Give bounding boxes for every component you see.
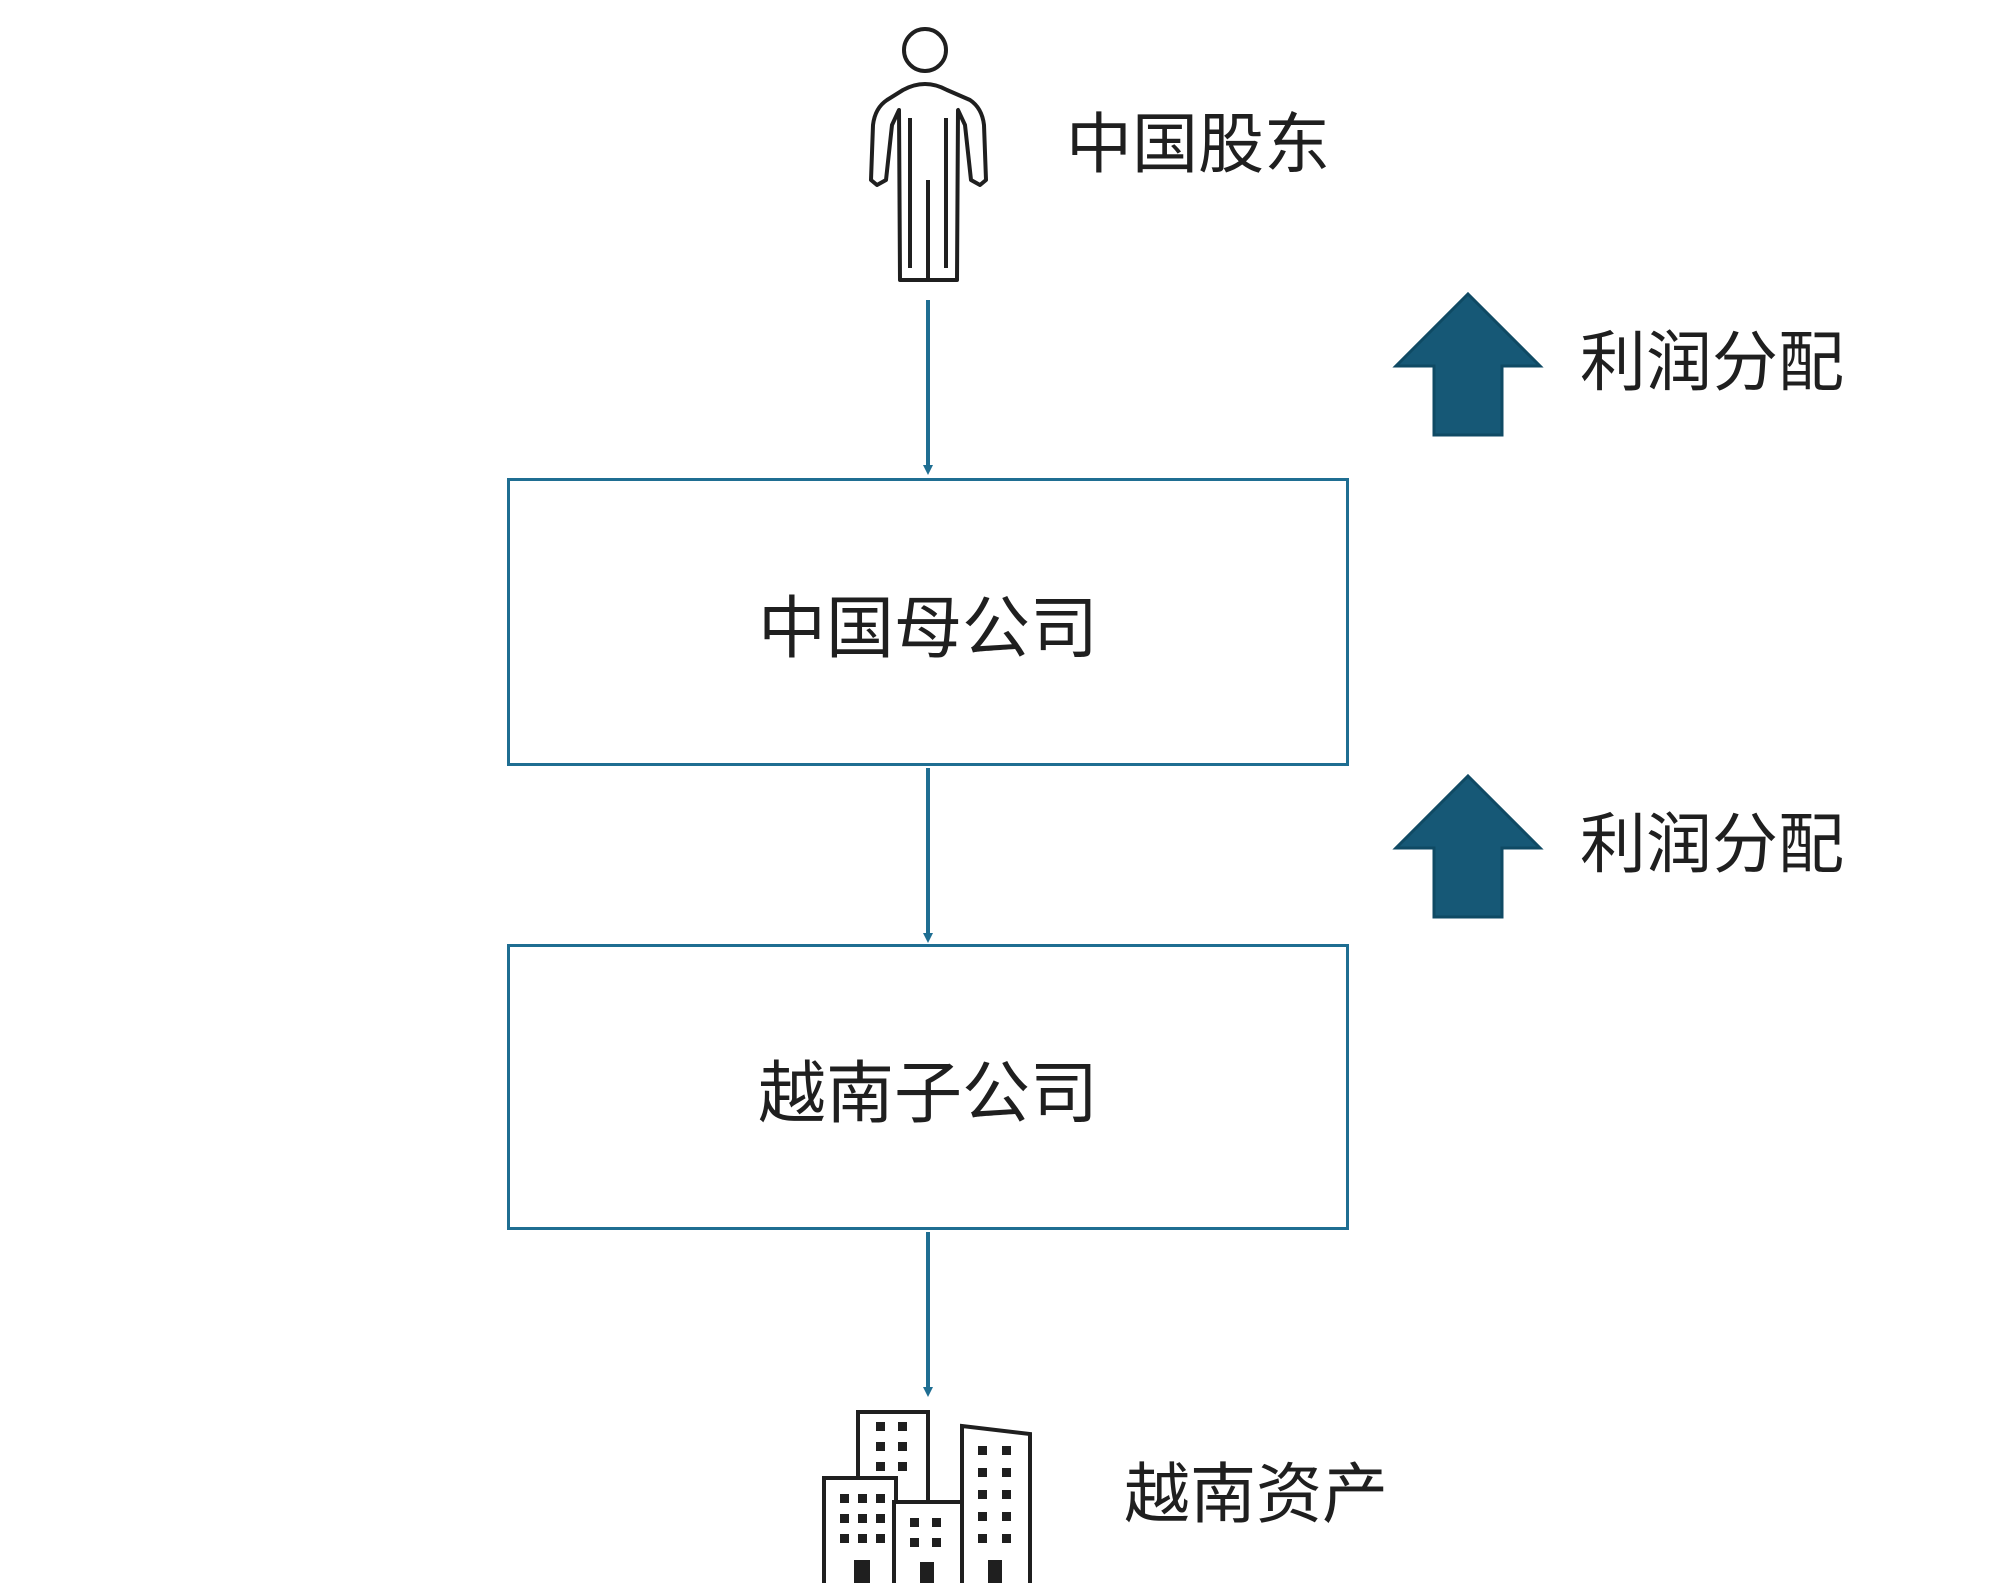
subsidiary-label: 越南子公司: [757, 1054, 1098, 1134]
profit-distribution-label-top: 利润分配: [1580, 324, 1844, 401]
assets-label: 越南资产: [1124, 1456, 1388, 1533]
parent-company-label: 中国母公司: [757, 589, 1098, 669]
up-arrow-icon: [1392, 291, 1544, 437]
buildings-icon: [822, 1410, 1032, 1583]
parent-company-box: 中国母公司: [507, 478, 1349, 766]
up-arrow-icon: [1392, 773, 1544, 919]
shareholder-label: 中国股东: [1066, 106, 1330, 183]
profit-distribution-label-bottom: 利润分配: [1580, 806, 1844, 883]
subsidiary-box: 越南子公司: [507, 944, 1349, 1230]
person-icon: [869, 27, 988, 282]
